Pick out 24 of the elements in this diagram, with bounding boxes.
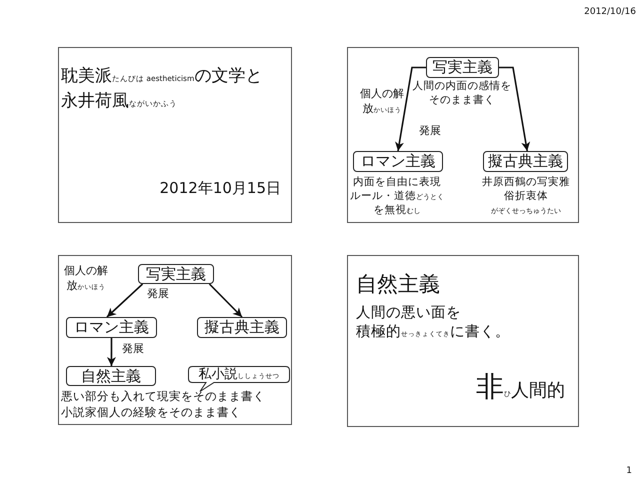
slide-frame xyxy=(347,47,579,223)
page-date: 2012/10/16 xyxy=(583,6,636,18)
concept-box: 写実主義 xyxy=(426,57,499,78)
arrow xyxy=(499,66,530,152)
page-number: 1 xyxy=(625,465,632,478)
note-text: 悪い部分も入れて現実をそのまま書く xyxy=(61,389,265,405)
slide-frame xyxy=(58,47,292,223)
arrow xyxy=(395,66,426,152)
concept-box: 自然主義 xyxy=(66,366,156,386)
date-text: 2012年10月15日 xyxy=(158,178,281,198)
note-text: 小説家個人の経験をそのまま書く xyxy=(61,405,241,421)
slide-heading: 自然主義 xyxy=(356,271,440,298)
description-text: 人間の内面の感情をそのまま書く xyxy=(412,79,512,108)
concept-box: ロマン主義 xyxy=(66,317,157,338)
arrow xyxy=(106,338,116,366)
arrow xyxy=(208,283,243,318)
slide-frame xyxy=(347,255,579,427)
concept-box: 写実主義 xyxy=(138,264,214,284)
slide-frame xyxy=(58,255,292,425)
arrow xyxy=(106,283,144,318)
body-text: 人間の悪い面を xyxy=(356,304,461,323)
concept-box: 擬古典主義 xyxy=(197,317,287,338)
concept-box: ロマン主義 xyxy=(353,151,443,172)
concept-box: 擬古典主義 xyxy=(483,151,568,172)
